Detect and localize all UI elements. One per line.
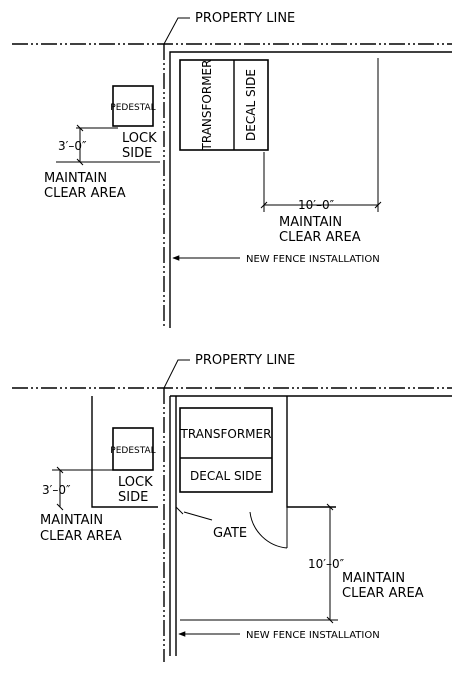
top-side-label: SIDE: [122, 146, 152, 161]
bottom-gate-leader: [183, 511, 213, 521]
bottom-fence-label: NEW FENCE INSTALLATION: [246, 630, 380, 641]
top-clearance-extension-lines: [263, 58, 379, 212]
bottom-decal-side-label: DECAL SIDE: [190, 469, 262, 483]
bottom-clearance-dimension: 10′–0″: [308, 557, 345, 571]
bottom-gate-arc: [249, 511, 288, 549]
top-lock-extension-lines: [56, 127, 160, 163]
bottom-pedestal-box: [112, 427, 154, 471]
top-property-line-label: PROPERTY LINE: [195, 11, 295, 26]
top-plan: PROPERTY LINE PEDESTAL 3′–0″ LOCK SIDE M…: [12, 11, 452, 328]
bottom-side-label: SIDE: [118, 490, 148, 505]
bottom-lock-label: LOCK: [118, 475, 153, 490]
bottom-gate-label: GATE: [213, 526, 247, 541]
bottom-maintain-label: MAINTAIN: [40, 513, 103, 528]
bottom-lock-dimension: 3′–0″: [42, 483, 71, 497]
top-maintain-label-2: MAINTAIN: [279, 215, 342, 230]
bottom-clear-area-label: CLEAR AREA: [40, 529, 122, 544]
bottom-clearance-ticks: [326, 503, 334, 624]
bottom-clear-area-label-2: CLEAR AREA: [342, 586, 424, 601]
top-decal-side-label: DECAL SIDE: [244, 69, 258, 141]
bottom-gate-stub: [175, 506, 184, 515]
top-clear-area-label: CLEAR AREA: [44, 186, 126, 201]
top-lock-dimension: 3′–0″: [58, 139, 87, 153]
bottom-property-leader: [163, 359, 190, 389]
bottom-plan: PROPERTY LINE GATE PEDESTAL 3′–0″ LOCK S…: [12, 353, 452, 662]
top-clearance-ticks: [260, 201, 382, 209]
top-transformer-label: TRANSFORMER: [200, 60, 214, 152]
top-pedestal-box: [112, 85, 154, 127]
top-fence-label: NEW FENCE INSTALLATION: [246, 254, 380, 265]
top-lock-ticks: [76, 124, 84, 166]
top-property-leader: [163, 17, 190, 45]
bottom-maintain-label-2: MAINTAIN: [342, 571, 405, 586]
bottom-fence-right: [286, 396, 336, 508]
top-lock-label: LOCK: [122, 131, 157, 146]
top-clear-area-label-2: CLEAR AREA: [279, 230, 361, 245]
bottom-lock-ticks: [56, 466, 64, 511]
top-fence-line: [169, 51, 452, 328]
bottom-fence-left-enclosure: [91, 396, 158, 508]
top-transformer-box: [179, 59, 269, 151]
top-pedestal-label: PEDESTAL: [110, 103, 155, 113]
bottom-transformer-label: TRANSFORMER: [180, 427, 272, 441]
top-maintain-label: MAINTAIN: [44, 171, 107, 186]
bottom-property-line-label: PROPERTY LINE: [195, 353, 295, 368]
bottom-transformer-box: [179, 407, 273, 493]
bottom-pedestal-label: PEDESTAL: [110, 446, 155, 456]
top-clearance-dimension: 10′–0″: [298, 198, 335, 212]
